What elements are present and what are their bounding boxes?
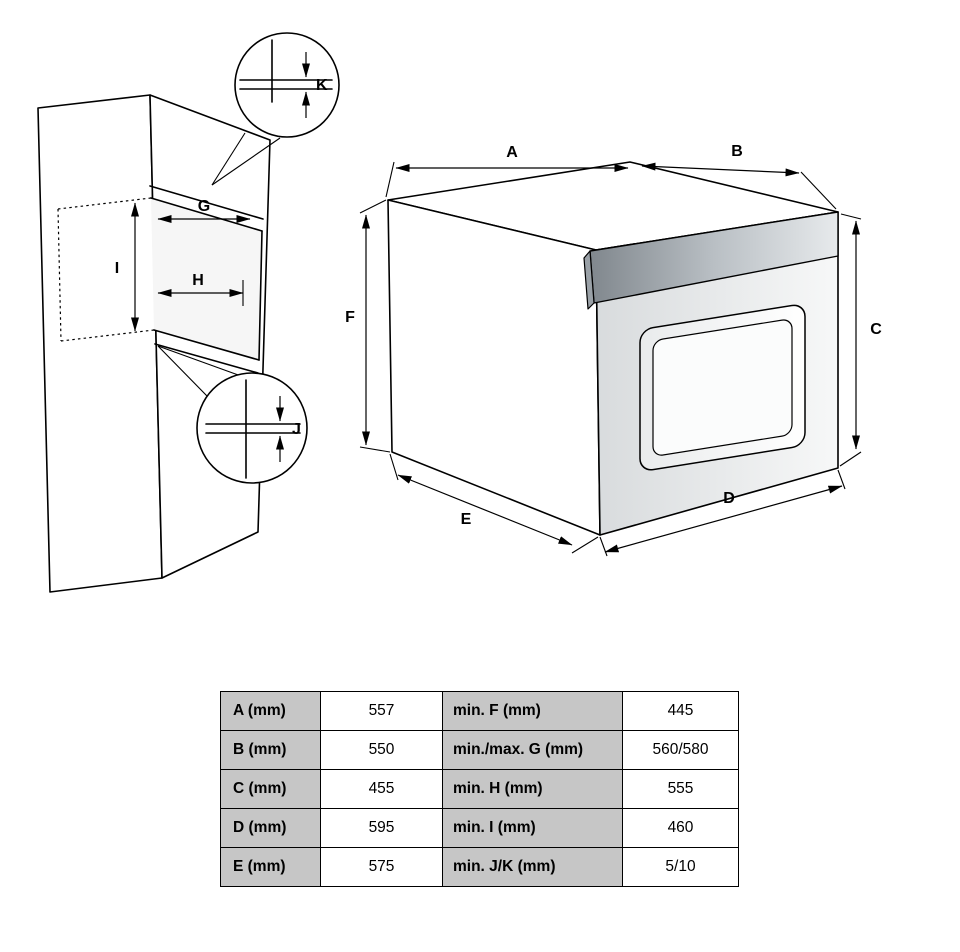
dim-value-cell: 445 (622, 691, 739, 731)
detail-callout-j: J (157, 345, 308, 484)
dim-label-h: H (192, 272, 204, 289)
dim-label-i: I (115, 260, 119, 277)
dim-value-cell: 460 (622, 808, 739, 848)
dim-value-cell: 455 (320, 769, 443, 809)
door-window-inner (652, 319, 793, 456)
dimensions-table: A (mm) 557 min. F (mm) 445 B (mm) 550 mi… (220, 691, 739, 887)
dimension-g: G (157, 198, 251, 223)
dim-label-cell: B (mm) (220, 730, 321, 770)
dim-label-cell: E (mm) (220, 847, 321, 887)
dim-label-b: B (731, 143, 743, 160)
installation-diagram: G H I K (37, 32, 882, 593)
hidden-niche-top-edge (57, 197, 152, 210)
detail-callout-k: K (211, 32, 340, 186)
dim-label-cell: min. I (mm) (442, 808, 623, 848)
callout-leader-j-2 (157, 345, 242, 377)
dim-value-cell: 575 (320, 847, 443, 887)
dim-ext-d-left (599, 536, 608, 557)
cabinet-side-face (37, 94, 163, 593)
dim-label-cell: min./max. G (mm) (442, 730, 623, 770)
dim-label-g: G (198, 198, 210, 215)
dim-label-cell: D (mm) (220, 808, 321, 848)
hidden-niche-bottom-edge (60, 329, 155, 342)
callout-leader-k-2 (211, 137, 281, 186)
dim-value-cell: 555 (622, 769, 739, 809)
dim-value-cell: 550 (320, 730, 443, 770)
niche-opening (151, 198, 262, 360)
dim-label-cell: min. H (mm) (442, 769, 623, 809)
oven-drawing: A B C F E D (345, 143, 882, 557)
dim-ext-b (800, 171, 837, 210)
callout-leader-k-1 (211, 132, 246, 186)
table-row: B (mm) 550 min./max. G (mm) 560/580 (220, 730, 739, 770)
oven-panel-end-cap (583, 250, 595, 310)
dimension-d: D (599, 469, 846, 557)
dim-value-cell: 560/580 (622, 730, 739, 770)
dim-ext-d-right (837, 469, 846, 490)
niche-top-outer-edge (149, 185, 264, 220)
dim-label-d: D (723, 490, 735, 507)
table-row: A (mm) 557 min. F (mm) 445 (220, 691, 739, 731)
niche-bottom-outer-edge (154, 343, 259, 374)
table-row: C (mm) 455 min. H (mm) 555 (220, 769, 739, 809)
dim-label-e: E (461, 511, 472, 528)
dim-label-j: J (292, 421, 301, 438)
dimension-f: F (345, 199, 391, 453)
dim-line-d (604, 485, 843, 553)
dim-value-cell: 557 (320, 691, 443, 731)
dimension-a: A (385, 144, 629, 198)
callout-leader-j-1 (157, 345, 208, 397)
dim-label-c: C (870, 321, 882, 338)
table-row: E (mm) 575 min. J/K (mm) 5/10 (220, 847, 739, 887)
dim-line-b (641, 162, 800, 177)
dimension-e: E (389, 453, 599, 554)
niche-right-edge (258, 230, 263, 361)
dim-value-cell: 595 (320, 808, 443, 848)
niche-bottom-inner-edge (153, 329, 260, 361)
dim-ext-a (385, 161, 395, 198)
dim-ext-f-top (359, 199, 387, 214)
dim-ext-e-top (389, 453, 399, 481)
oven-door-window (639, 304, 806, 471)
detail-circle-j (196, 372, 308, 484)
dim-label-a: A (506, 144, 518, 161)
niche-top-inner-edge (150, 197, 263, 232)
dimension-h: H (157, 272, 244, 306)
dim-label-cell: min. F (mm) (442, 691, 623, 731)
hidden-niche-back-edge (57, 208, 62, 342)
cabinet-drawing: G H I K (37, 32, 340, 593)
dim-label-cell: min. J/K (mm) (442, 847, 623, 887)
dim-ext-f-bottom (359, 446, 391, 453)
dim-line-e (397, 474, 573, 546)
dim-ext-e-bottom (571, 536, 599, 554)
dimension-c: C (839, 213, 882, 467)
dim-value-cell: 5/10 (622, 847, 739, 887)
dim-ext-c-bottom (839, 451, 862, 467)
dim-label-cell: A (mm) (220, 691, 321, 731)
table-row: D (mm) 595 min. I (mm) 460 (220, 808, 739, 848)
dimension-i: I (115, 202, 139, 332)
oven-side-face (387, 199, 601, 536)
dimension-b: B (641, 143, 837, 210)
dim-label-f: F (345, 309, 355, 326)
dim-label-cell: C (mm) (220, 769, 321, 809)
dim-ext-c-top (840, 213, 862, 220)
detail-circle-k (234, 32, 340, 138)
dim-label-k: K (316, 77, 328, 94)
